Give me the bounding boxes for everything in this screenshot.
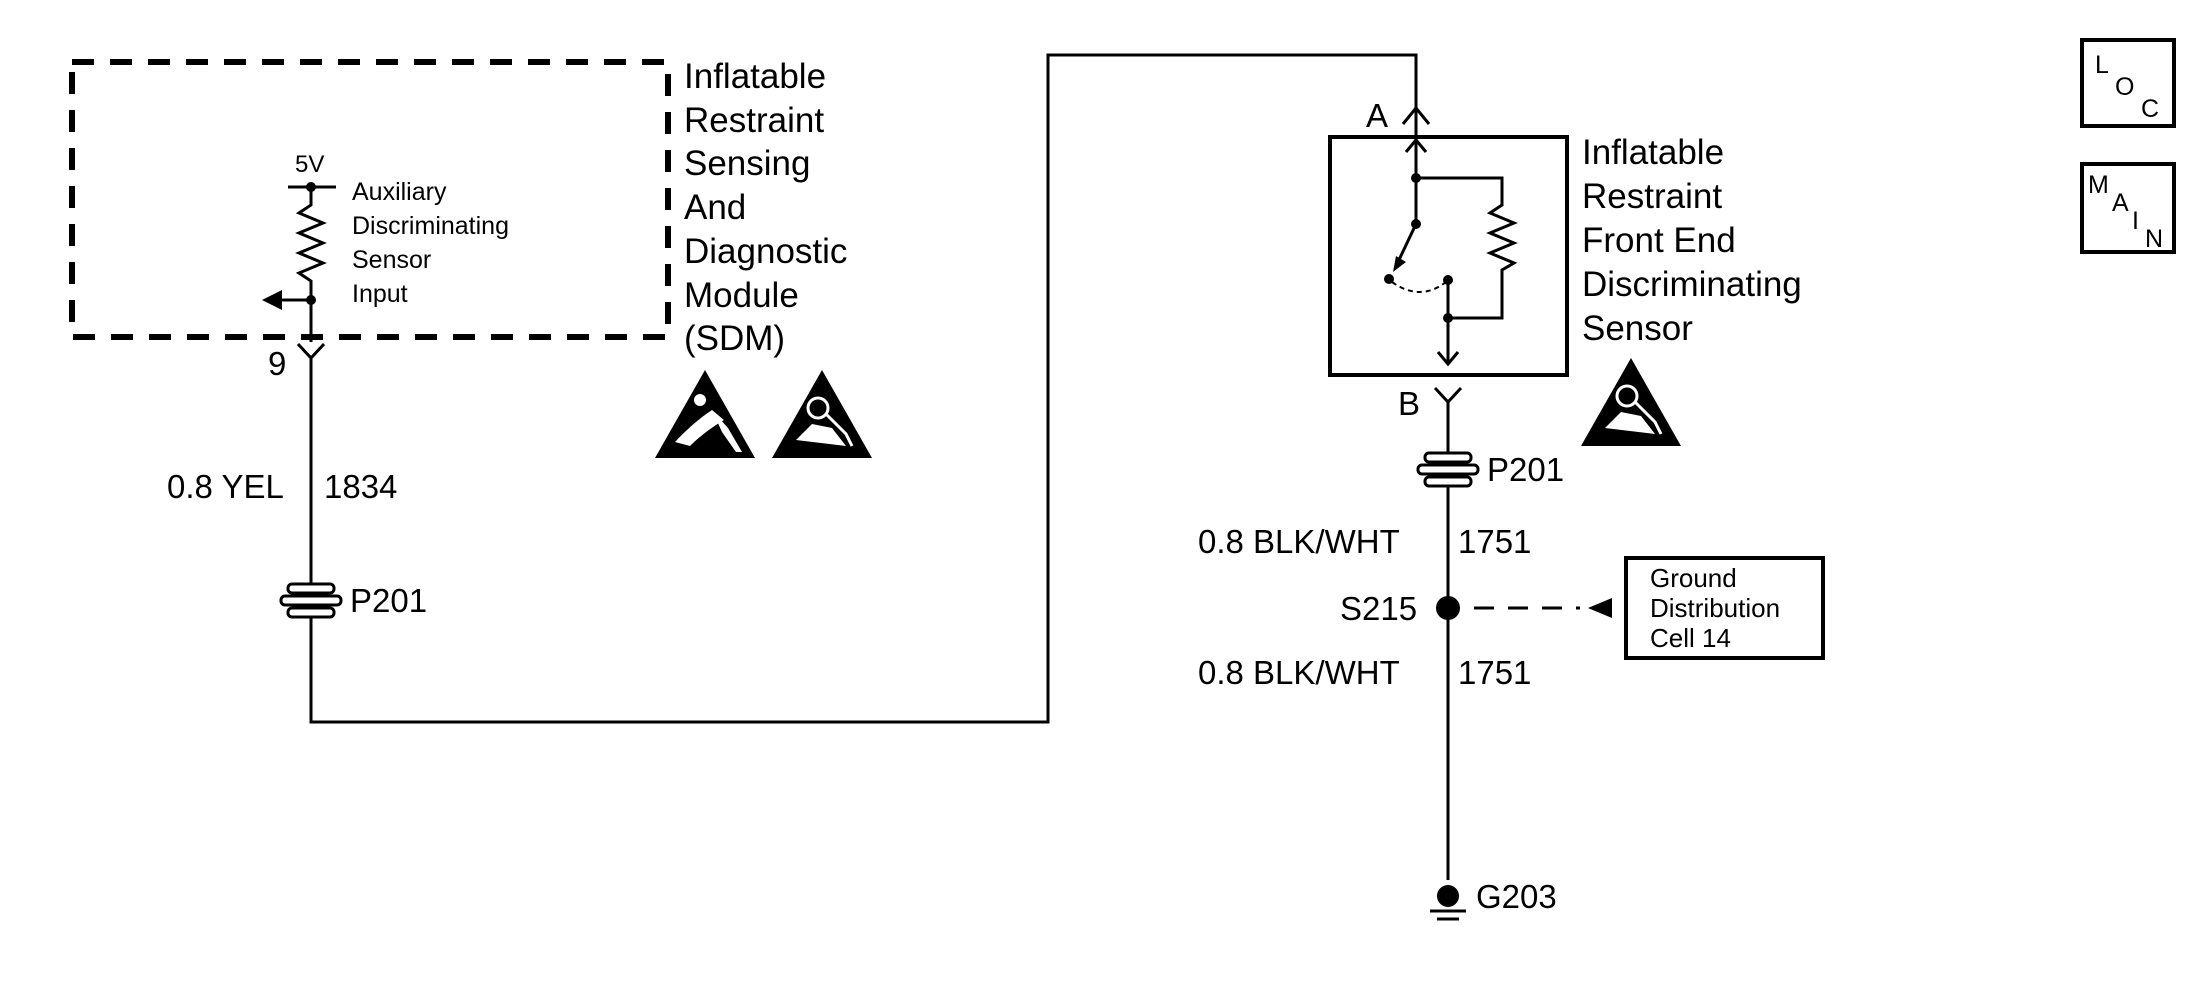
left-wire: 0.8 YEL 1834 P201 xyxy=(167,53,1418,724)
sdm-title-line: Module xyxy=(684,276,799,315)
sensor-internal-circuit xyxy=(1384,108,1518,367)
left-inline-connector-icon xyxy=(279,582,343,619)
sensor-title-line: Sensor xyxy=(1582,309,1693,348)
main-letter: N xyxy=(2145,225,2163,253)
sensor-title-line: Restraint xyxy=(1582,177,1722,216)
sensor-title: Inflatable Restraint Front End Discrimin… xyxy=(1582,133,1802,348)
sdm-pin-9: 9 xyxy=(268,342,326,382)
sdm-voltage-label: 5V xyxy=(295,151,324,178)
main-button[interactable]: M A I N xyxy=(2080,162,2176,254)
left-wire-gauge-color: 0.8 YEL xyxy=(167,468,284,505)
ground-ref-line: Cell 14 xyxy=(1650,623,1731,653)
main-letter: M xyxy=(2088,171,2109,199)
sensor-title-line: Front End xyxy=(1582,221,1736,260)
sensor-title-line: Inflatable xyxy=(1582,133,1724,172)
sensor-housing xyxy=(1328,135,1569,377)
main-letter: I xyxy=(2132,207,2139,235)
front-end-sensor: A Inflatable Restraint Front End Discrim… xyxy=(1328,97,1802,446)
left-connector-label: P201 xyxy=(350,582,427,619)
sdm-input-label: Auxiliary Discriminating Sensor Input xyxy=(352,178,509,308)
sensor-pin-b: B xyxy=(1398,385,1463,422)
sdm-title-line: Restraint xyxy=(684,101,824,140)
sensor-pin-a-label: A xyxy=(1366,97,1388,134)
loc-letter: C xyxy=(2141,95,2159,123)
sdm-dashed-outline xyxy=(69,59,671,340)
left-wire-circuit: 1834 xyxy=(324,468,397,505)
sensor-pin-a: A xyxy=(1366,97,1431,134)
sdm-input-line: Discriminating xyxy=(352,212,509,240)
splice-label: S215 xyxy=(1340,590,1417,627)
esd-warning-icon xyxy=(655,370,755,458)
sdm-title-line: Inflatable xyxy=(684,57,826,96)
sdm-input-line: Auxiliary xyxy=(352,178,447,206)
splice-s215: S215 xyxy=(1340,590,1612,627)
right-lower-gauge-color: 0.8 BLK/WHT xyxy=(1198,654,1400,691)
loc-letter: O xyxy=(2115,73,2134,101)
airbag-warning-icon xyxy=(772,370,872,458)
ground-label: G203 xyxy=(1476,878,1557,915)
reference-arrow-icon xyxy=(1588,598,1612,618)
main-letter: A xyxy=(2112,189,2129,217)
right-lower-circuit: 1751 xyxy=(1458,654,1531,691)
sdm-title-line: Diagnostic xyxy=(684,232,847,271)
right-inline-connector-icon xyxy=(1416,451,1480,488)
sdm-pullup-resistor: 5V xyxy=(262,151,336,342)
ground-distribution-ref[interactable]: Ground Distribution Cell 14 xyxy=(1624,556,1825,660)
loc-button[interactable]: L O C xyxy=(2080,38,2176,128)
loc-letter: L xyxy=(2095,51,2109,79)
ground-ref-line: Distribution xyxy=(1650,593,1780,623)
sdm-pin-label: 9 xyxy=(268,345,286,382)
ground-ref-line: Ground xyxy=(1650,563,1737,593)
sensor-airbag-warning-icon xyxy=(1581,358,1681,446)
right-connector-label: P201 xyxy=(1487,451,1564,488)
sdm-input-line: Sensor xyxy=(352,246,431,274)
sdm-title-line: (SDM) xyxy=(684,319,785,358)
right-upper-gauge-color: 0.8 BLK/WHT xyxy=(1198,523,1400,560)
input-arrow-icon xyxy=(262,290,282,310)
ground-g203: G203 xyxy=(1430,878,1557,921)
sensor-pin-b-label: B xyxy=(1398,385,1420,422)
sdm-module: Inflatable Restraint Sensing And Diagnos… xyxy=(69,57,872,458)
sdm-title-line: Sensing xyxy=(684,144,810,183)
sdm-title: Inflatable Restraint Sensing And Diagnos… xyxy=(684,57,847,358)
ground-icon xyxy=(1437,885,1459,907)
sdm-title-line: And xyxy=(684,188,746,227)
right-wire: P201 0.8 BLK/WHT 1751 S215 0.8 BLK/WHT 1… xyxy=(1198,402,1612,921)
sensor-title-line: Discriminating xyxy=(1582,265,1802,304)
sdm-input-line: Input xyxy=(352,280,408,308)
right-upper-circuit: 1751 xyxy=(1458,523,1531,560)
